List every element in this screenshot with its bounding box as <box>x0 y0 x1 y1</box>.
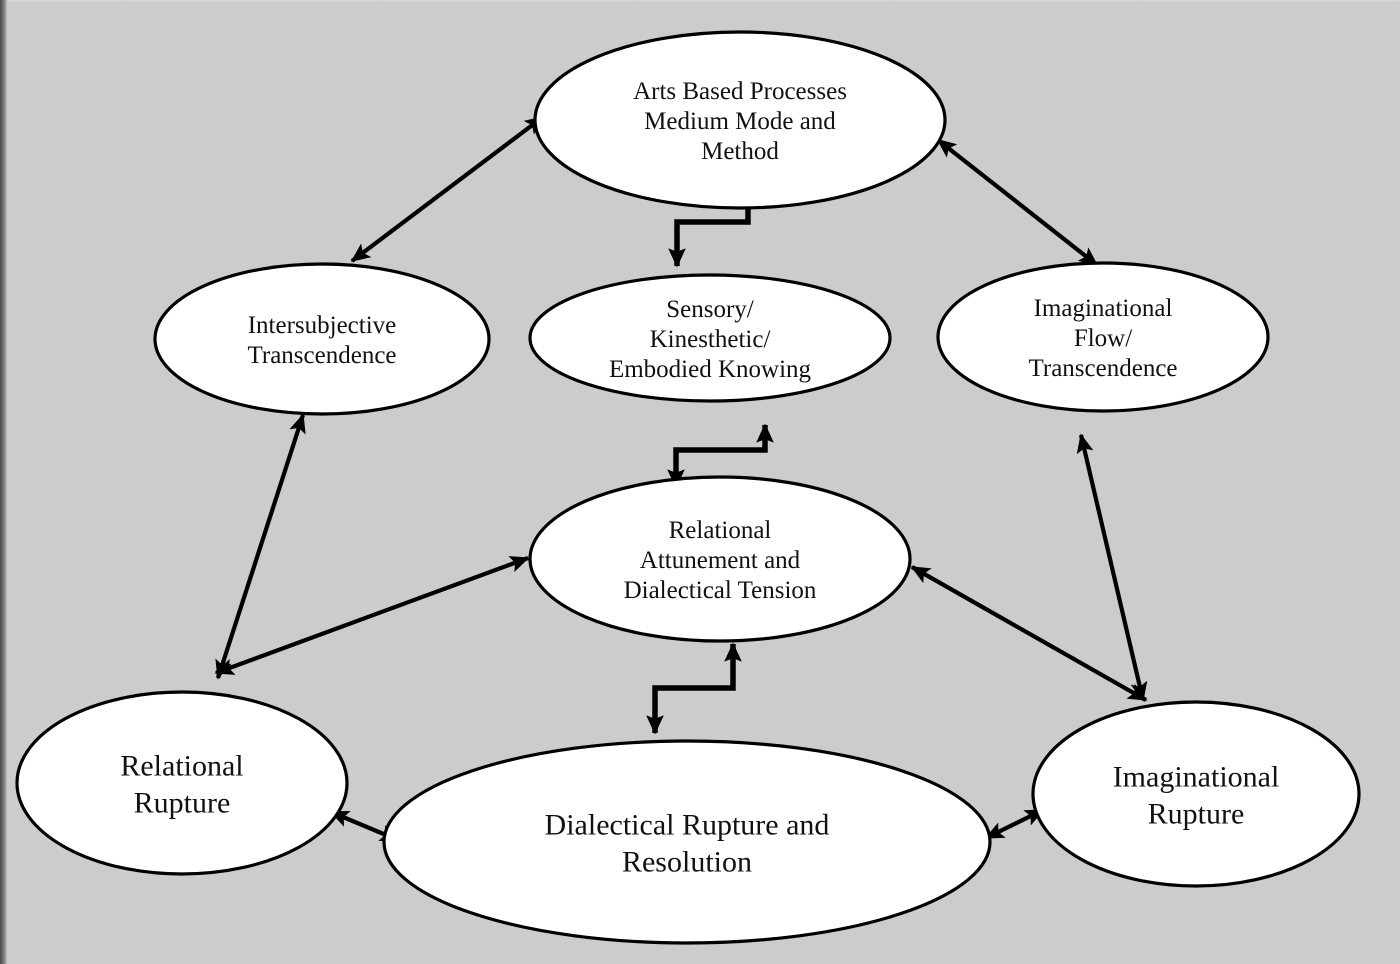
double-arrow-path <box>936 138 1099 267</box>
node-label-sensory-kinesthetic-embodied-knowing: Sensory/Kinesthetic/Embodied Knowing <box>609 296 812 383</box>
connector-arts-to-intersubjective <box>350 115 545 263</box>
connector-imaginational-rupture-to-relational-attunement <box>910 565 1148 702</box>
node-label-line: Imaginational <box>1113 761 1280 794</box>
double-arrow-path <box>984 808 1045 840</box>
connector-relational-rupture-to-relational-attunement <box>214 556 530 675</box>
node-ellipse-relational-rupture[interactable] <box>15 690 349 876</box>
node-ellipse-sensory-kinesthetic-embodied-knowing[interactable] <box>528 273 892 403</box>
connector-dialectical-rupture-to-imaginational-rupture <box>984 808 1045 840</box>
node-ellipse-relational-attunement-dialectical-tension[interactable] <box>528 475 912 643</box>
connector-arts-to-imaginational-flow <box>936 138 1099 267</box>
node-label-line: Kinesthetic/ <box>650 326 771 353</box>
node-label-line: Imaginational <box>1034 295 1173 322</box>
double-arrow-path <box>214 556 530 675</box>
node-label-line: Rupture <box>134 787 231 820</box>
double-arrow-path <box>910 565 1148 702</box>
connector-layer <box>214 115 1148 842</box>
connector-sensory-to-relational-attunement <box>667 423 774 489</box>
connector-relational-attunement-to-dialectical-rupture <box>646 642 742 735</box>
node-label-line: Flow/ <box>1074 325 1132 352</box>
double-arrow-path <box>350 115 545 263</box>
node-label-line: Attunement and <box>640 547 801 574</box>
node-label-line: Arts Based Processes <box>633 78 847 105</box>
connector-intersubjective-to-relational-rupture <box>215 413 306 680</box>
node-label-line: Method <box>701 138 779 165</box>
node-label-line: Rupture <box>1148 798 1245 831</box>
node-ellipse-arts-based-processes[interactable] <box>533 30 947 210</box>
node-sensory-kinesthetic-embodied-knowing[interactable]: Sensory/Kinesthetic/Embodied Knowing <box>528 273 892 403</box>
double-arrow-path <box>1076 433 1148 702</box>
node-ellipse-dialectical-rupture-resolution[interactable] <box>382 739 992 945</box>
node-ellipse-intersubjective-transcendence[interactable] <box>153 262 491 416</box>
node-label-line: Resolution <box>622 846 752 879</box>
node-label-line: Dialectical Rupture and <box>545 809 830 842</box>
z-connector-path <box>667 423 774 489</box>
node-label-line: Sensory/ <box>666 296 754 323</box>
node-label-line: Medium Mode and <box>644 108 836 135</box>
node-ellipse-imaginational-flow-transcendence[interactable] <box>936 261 1270 413</box>
z-connector-path <box>646 642 742 735</box>
page-edge-top <box>0 0 1400 4</box>
double-arrow-path <box>215 413 306 680</box>
node-label-line: Relational <box>120 750 243 783</box>
node-label-line: Embodied Knowing <box>609 356 812 383</box>
node-label-line: Transcendence <box>247 342 396 369</box>
node-label-line: Transcendence <box>1028 355 1177 382</box>
node-ellipse-imaginational-rupture[interactable] <box>1031 700 1361 888</box>
node-label-line: Dialectical Tension <box>624 577 817 604</box>
node-label-line: Relational <box>669 517 772 544</box>
connector-imaginational-flow-to-imaginational-rupture <box>1076 433 1148 702</box>
page-edge-left <box>0 0 7 964</box>
node-label-line: Intersubjective <box>248 312 397 339</box>
